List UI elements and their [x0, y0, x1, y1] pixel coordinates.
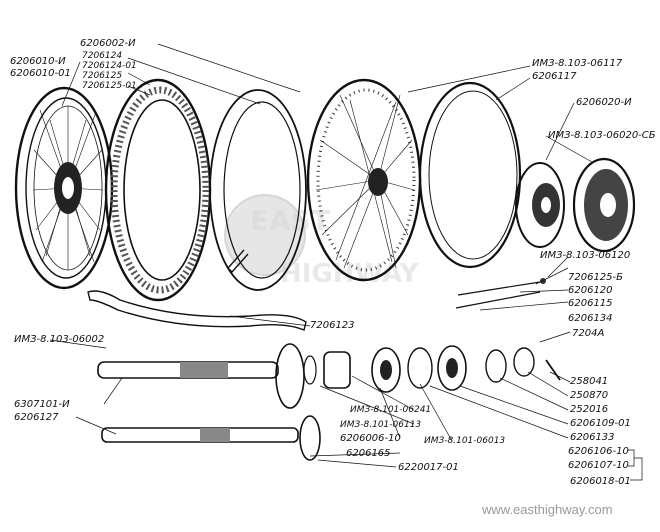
brake-drum — [572, 157, 636, 253]
label-258041: 258041 — [570, 376, 608, 387]
label-6206133: 6206133 — [570, 432, 615, 443]
label-252016: 252016 — [570, 404, 608, 415]
label-6206106-10: 6206106-10 — [568, 446, 629, 457]
leader-lines — [49, 43, 643, 481]
watermark-globe-icon — [224, 194, 306, 276]
part-labels: 6206010-И 6206010-01 6206002-И 7206124 7… — [10, 38, 656, 487]
label-imz-06020-sb: ИМЗ-8.103-06020-СБ — [548, 130, 656, 141]
label-6206018-01: 6206018-01 — [570, 476, 631, 487]
axle-lower — [101, 427, 299, 443]
inner-tube — [209, 89, 307, 291]
spoked-rim — [306, 78, 422, 282]
label-imz-06241: ИМЗ-8.101-06241 — [350, 405, 431, 415]
axle-upper — [97, 361, 279, 379]
hub-small-parts — [275, 343, 561, 461]
spokes — [455, 278, 546, 309]
label-6206120: 6206120 — [568, 285, 613, 296]
watermark-line2: HIGHWAY — [280, 259, 420, 289]
label-imz-06002: ИМЗ-8.103-06002 — [14, 334, 104, 345]
label-7206125-b: 7206125-Б — [568, 272, 623, 283]
label-imz-06013: ИМЗ-8.101-06013 — [424, 436, 505, 446]
footer-url: www.easthighway.com — [481, 502, 613, 517]
label-6206020-i: 6206020-И — [576, 97, 632, 108]
label-6206109-01: 6206109-01 — [570, 418, 631, 429]
label-7206125: 7206125 — [82, 71, 122, 81]
label-6206010-01: 6206010-01 — [10, 68, 71, 79]
watermark-line1: EAST — [250, 204, 330, 237]
label-imz-06120: ИМЗ-8.103-06120 — [540, 250, 630, 261]
label-6206134: 6206134 — [568, 313, 613, 324]
label-6206165: 6206165 — [346, 448, 391, 459]
assembled-wheel — [14, 86, 114, 290]
label-6307101-i: 6307101-И — [14, 399, 70, 410]
bare-rim — [418, 81, 522, 269]
label-6206010-i: 6206010-И — [10, 56, 66, 67]
label-7204a: 7204А — [572, 328, 604, 339]
wheel-hub — [515, 162, 565, 248]
label-250870: 250870 — [570, 390, 608, 401]
rim-tape — [87, 290, 307, 331]
watermark: EAST HIGHWAY — [224, 194, 420, 289]
label-6220017-01: 6220017-01 — [398, 462, 459, 473]
label-6206107-10: 6206107-10 — [568, 460, 629, 471]
label-imz-06117: ИМЗ-8.103-06117 — [532, 58, 623, 69]
label-7206123: 7206123 — [310, 320, 355, 331]
label-6206006-10: 6206006-10 — [340, 433, 401, 444]
label-6206115: 6206115 — [568, 298, 613, 309]
tire — [104, 78, 212, 302]
label-6206117: 6206117 — [532, 71, 577, 82]
label-6206127: 6206127 — [14, 412, 59, 423]
label-7206124: 7206124 — [82, 51, 122, 61]
label-6206002-i: 6206002-И — [80, 38, 136, 49]
label-7206125-01: 7206125-01 — [82, 81, 137, 91]
label-imz-06113: ИМЗ-8.101-06113 — [340, 420, 421, 430]
label-7206124-01: 7206124-01 — [82, 61, 137, 71]
